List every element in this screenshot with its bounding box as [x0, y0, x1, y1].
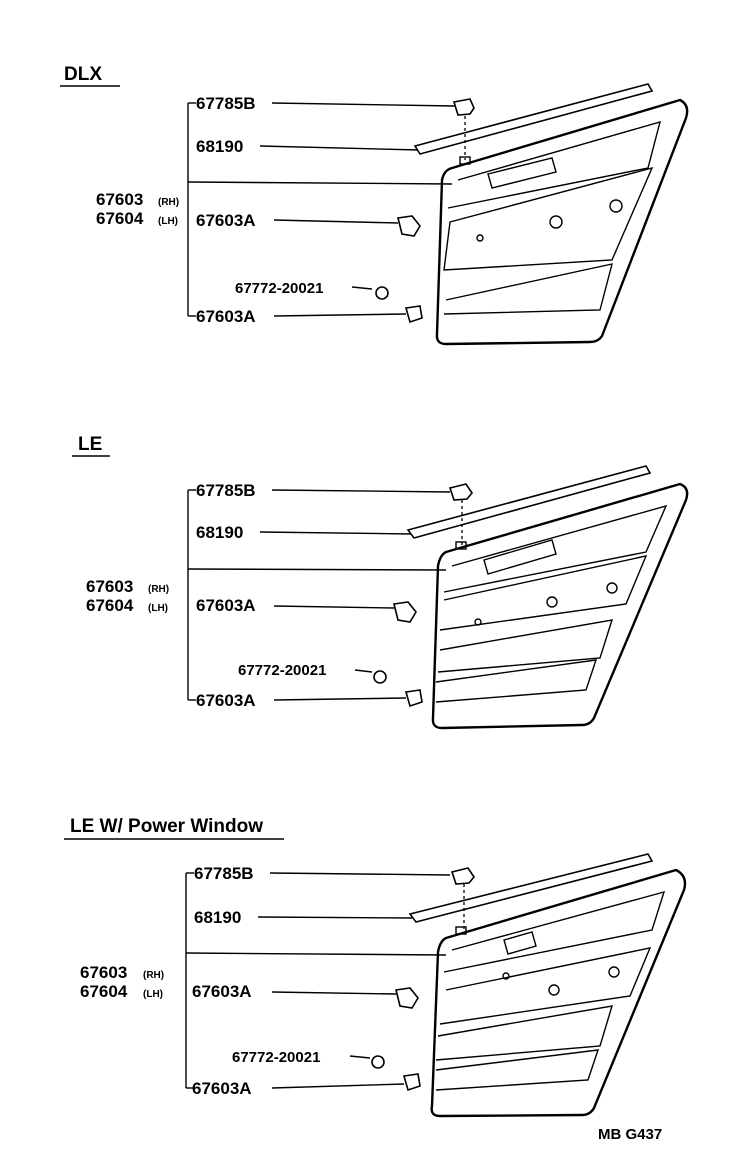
retainer-shape: [452, 98, 475, 116]
leader-clip-upper: [273, 605, 395, 609]
label-weatherstrip: 68190: [196, 137, 243, 156]
leader-clip-lower: [271, 1083, 405, 1089]
label-panel-rh: 67603: [96, 190, 143, 209]
screw-shape: [375, 286, 389, 300]
screw-shape: [373, 670, 387, 684]
clip-lower-shape: [402, 1073, 421, 1092]
door-panel-shape: [431, 482, 689, 730]
leader-retainer: [271, 489, 451, 493]
label-clip-upper: 67603A: [192, 982, 252, 1001]
leader-clip-lower: [273, 697, 407, 701]
label-panel-rh: 67603: [86, 577, 133, 596]
leader-panel: [187, 568, 447, 571]
section-dlx: DLX 67785B 68190 67603 (RH) 67604 (LH) 6…: [60, 64, 689, 346]
leader-retainer: [269, 872, 451, 876]
clip-lower-shape: [404, 305, 423, 324]
leader-retainer: [271, 102, 456, 107]
label-panel-rh: 67603: [80, 963, 127, 982]
label-retainer: 67785B: [194, 864, 254, 883]
label-panel-lh-tag: (LH): [158, 216, 178, 227]
label-panel-rh-tag: (RH): [158, 197, 179, 208]
leader-panel: [187, 181, 453, 185]
door-panel-shape: [435, 98, 689, 346]
power-window-switch: [503, 931, 537, 955]
label-screw: 67772-20021: [238, 662, 326, 679]
weatherstrip-shape: [413, 83, 654, 155]
label-panel-rh-tag: (RH): [148, 584, 169, 595]
clip-upper-shape: [397, 215, 421, 237]
retainer-shape: [450, 867, 475, 885]
leader-screw: [354, 669, 373, 673]
weatherstrip-shape: [406, 465, 652, 539]
label-weatherstrip: 68190: [196, 523, 243, 542]
label-screw: 67772-20021: [232, 1049, 320, 1066]
label-retainer: 67785B: [196, 94, 256, 113]
clip-lower-shape: [404, 689, 423, 708]
section-le: LE 67785B 68190 67603 (RH) 67604 (LH) 67…: [72, 434, 689, 730]
label-screw: 67772-20021: [235, 280, 323, 297]
pull-handle: [487, 157, 557, 189]
label-panel-lh: 67604: [80, 982, 128, 1001]
leader-clip-lower: [273, 313, 407, 317]
weatherstrip-shape: [408, 853, 654, 923]
section-title: DLX: [64, 64, 102, 85]
section-title: LE W/ Power Window: [70, 816, 263, 837]
section-le-power-window: LE W/ Power Window 67785B 68190 67603 (R…: [64, 816, 687, 1118]
leader-clip-upper: [271, 991, 397, 995]
label-clip-upper: 67603A: [196, 596, 256, 615]
leader-panel: [185, 952, 447, 956]
leader-weatherstrip: [259, 531, 413, 535]
leader-weatherstrip: [257, 916, 413, 919]
clip-upper-shape: [395, 987, 419, 1009]
section-title: LE: [78, 434, 102, 455]
leader-weatherstrip: [259, 145, 421, 151]
door-panel-shape: [430, 868, 687, 1118]
label-retainer: 67785B: [196, 481, 256, 500]
label-panel-rh-tag: (RH): [143, 970, 164, 981]
clip-upper-shape: [393, 601, 417, 623]
label-panel-lh: 67604: [86, 596, 134, 615]
leader-clip-upper: [273, 219, 399, 224]
label-clip-upper: 67603A: [196, 211, 256, 230]
label-clip-lower: 67603A: [196, 307, 256, 326]
pull-handle: [483, 539, 557, 575]
leader-screw: [351, 286, 373, 290]
screw-shape: [371, 1055, 385, 1069]
label-panel-lh-tag: (LH): [148, 603, 168, 614]
drawing-code: MB G437: [598, 1126, 662, 1143]
label-clip-lower: 67603A: [196, 691, 256, 710]
retainer-shape: [448, 483, 473, 501]
label-panel-lh: 67604: [96, 209, 144, 228]
label-panel-lh-tag: (LH): [143, 989, 163, 1000]
label-weatherstrip: 68190: [194, 908, 241, 927]
label-clip-lower: 67603A: [192, 1079, 252, 1098]
leader-screw: [349, 1055, 371, 1059]
